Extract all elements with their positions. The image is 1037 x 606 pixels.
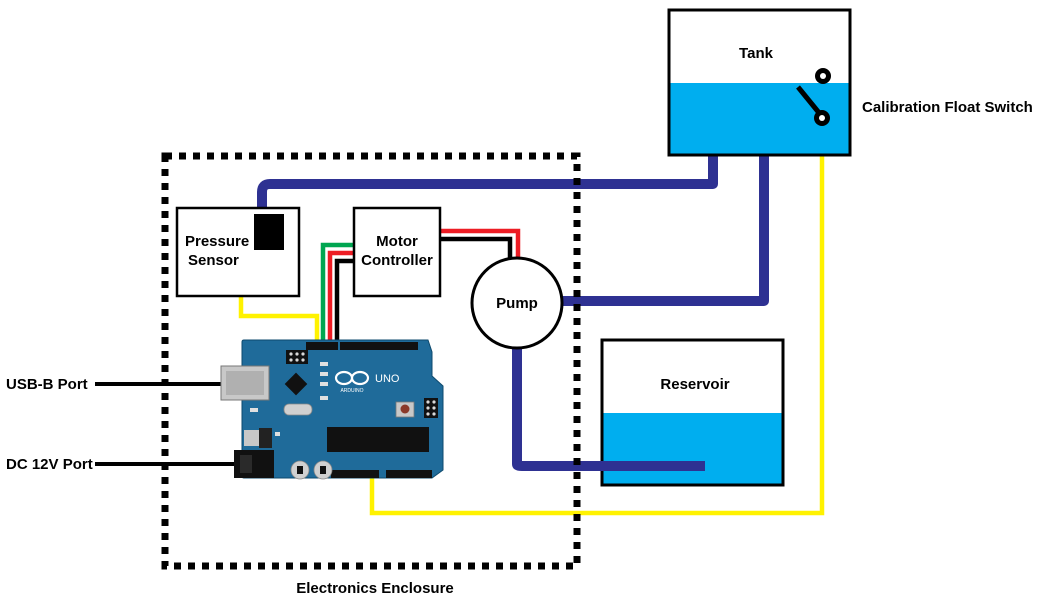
reservoir-outline — [600, 338, 785, 487]
arduino-board-name: UNO — [375, 373, 400, 385]
motor-wires — [320, 228, 521, 342]
motor-controller-label-line1: Motor — [376, 233, 418, 250]
pressure-sensor-label-line2: Sensor — [188, 252, 239, 269]
wire-pressure-sensor-to-arduino — [238, 286, 320, 342]
usb-b-port-label: USB-B Port — [6, 376, 88, 393]
tube-tank-to-pump — [560, 150, 769, 306]
electronics-enclosure — [161, 152, 581, 570]
wire-green — [320, 242, 354, 342]
reservoir-water — [603, 413, 783, 485]
pressure-sensor-label-line1: Pressure — [185, 233, 249, 250]
arduino-brand-label: ARDUINO — [340, 388, 363, 394]
wire-red-controller — [327, 250, 354, 342]
calibration-float-switch-label: Calibration Float Switch — [862, 99, 1033, 116]
wire-red-pump — [440, 228, 521, 262]
tank-label: Tank — [739, 45, 774, 62]
atmega-chip — [327, 427, 429, 452]
electronics-enclosure-label: Electronics Enclosure — [296, 580, 454, 597]
pressure-sensor: Pressure Sensor — [175, 206, 301, 298]
tube-tank-to-pressure-sensor — [257, 150, 718, 218]
wire-black-controller — [334, 258, 354, 342]
motor-controller: Motor Controller — [352, 206, 442, 298]
pump: Pump — [470, 256, 564, 350]
reservoir: Reservoir — [600, 338, 785, 487]
dc-12v-port-label: DC 12V Port — [6, 456, 93, 473]
wire-float-switch-to-arduino — [369, 120, 825, 516]
tubing — [257, 150, 769, 471]
wire-black-pump — [440, 236, 513, 262]
signal-wires — [238, 120, 825, 516]
tube-pump-to-reservoir — [512, 347, 705, 471]
pressure-sensor-port — [254, 214, 284, 250]
float-switch-icon — [796, 68, 831, 126]
reservoir-label: Reservoir — [660, 376, 729, 393]
pump-label: Pump — [496, 295, 538, 312]
arduino-logo-icon — [334, 370, 370, 386]
tank: Tank — [667, 8, 852, 157]
tank-outline — [667, 8, 852, 157]
arduino-uno-board: ARDUINO UNO — [220, 339, 444, 480]
motor-controller-label-line2: Controller — [361, 252, 433, 269]
